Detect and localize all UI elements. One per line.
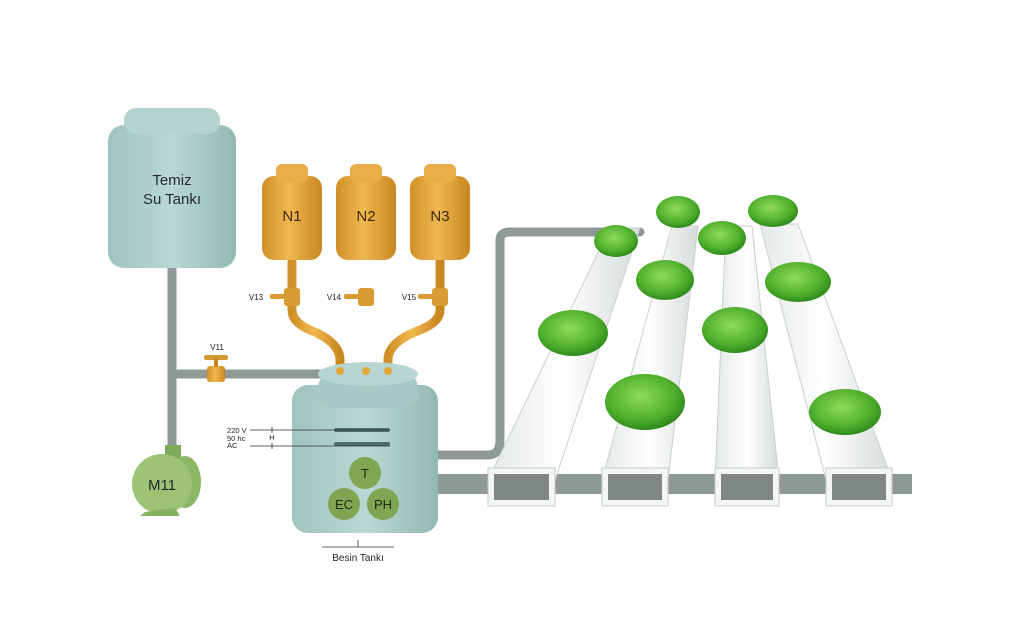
lettuce: [748, 195, 798, 227]
valve-v13-label: V13: [249, 293, 264, 302]
valve-v14-label: V14: [327, 293, 342, 302]
valve-v15[interactable]: V15: [402, 288, 448, 306]
sensor-ph: PH: [367, 488, 399, 520]
bottle-n1-label: N1: [282, 208, 301, 225]
nutrient-bottles: N1 N2 N3: [262, 164, 470, 260]
lettuce: [656, 196, 700, 228]
nutrient-pipes: [287, 257, 445, 375]
lettuce: [636, 260, 694, 300]
lettuce: [809, 389, 881, 435]
clean-water-tank: Temiz Su Tankı: [108, 108, 236, 268]
valve-v11[interactable]: V11: [204, 343, 228, 382]
valve-v11-label: V11: [210, 343, 224, 352]
water-pipes: [167, 227, 645, 460]
bottle-n2: N2: [336, 164, 396, 260]
valve-v14[interactable]: V14: [327, 288, 374, 306]
sensor-ec: EC: [328, 488, 360, 520]
lettuce-plants: [538, 195, 881, 435]
voltage-label: 220 V: [227, 426, 247, 435]
return-rail: [438, 474, 912, 494]
nutrient-tank-label: Besin Tankı: [332, 553, 384, 564]
vent-slot: [334, 442, 390, 446]
pump-m11[interactable]: M11: [132, 445, 201, 516]
grow-channel-3: [714, 225, 780, 507]
clean-water-tank-label-1: Temiz: [152, 172, 191, 189]
sensor-t: T: [349, 457, 381, 489]
clean-water-tank-label-2: Su Tankı: [143, 191, 201, 208]
bottle-n3: N3: [410, 164, 470, 260]
lettuce: [538, 310, 608, 356]
channel-feed-pipe: [433, 227, 645, 460]
valve-v13[interactable]: V13: [249, 288, 300, 306]
power-marker-label: H: [269, 433, 274, 442]
grow-channels: [487, 223, 893, 507]
frequency-label: 50 hc: [227, 434, 246, 443]
sensor-ec-label: EC: [335, 497, 353, 512]
lettuce: [698, 221, 746, 255]
sensor-ph-label: PH: [374, 497, 392, 512]
sensor-t-label: T: [361, 466, 369, 481]
lettuce: [702, 307, 768, 353]
valve-v15-label: V15: [402, 293, 417, 302]
current-type-label: AC: [227, 441, 238, 450]
nutrient-tank-caption: Besin Tankı: [322, 540, 394, 564]
bottle-n1: N1: [262, 164, 322, 260]
power-spec: 220 V 50 hc AC H: [227, 426, 390, 450]
lettuce: [605, 374, 685, 430]
lettuce: [594, 225, 638, 257]
lettuce: [765, 262, 831, 302]
bottle-n3-label: N3: [430, 208, 449, 225]
bottle-n2-label: N2: [356, 208, 375, 225]
pump-label: M11: [148, 477, 176, 494]
nutrient-tank: T EC PH: [292, 362, 438, 533]
